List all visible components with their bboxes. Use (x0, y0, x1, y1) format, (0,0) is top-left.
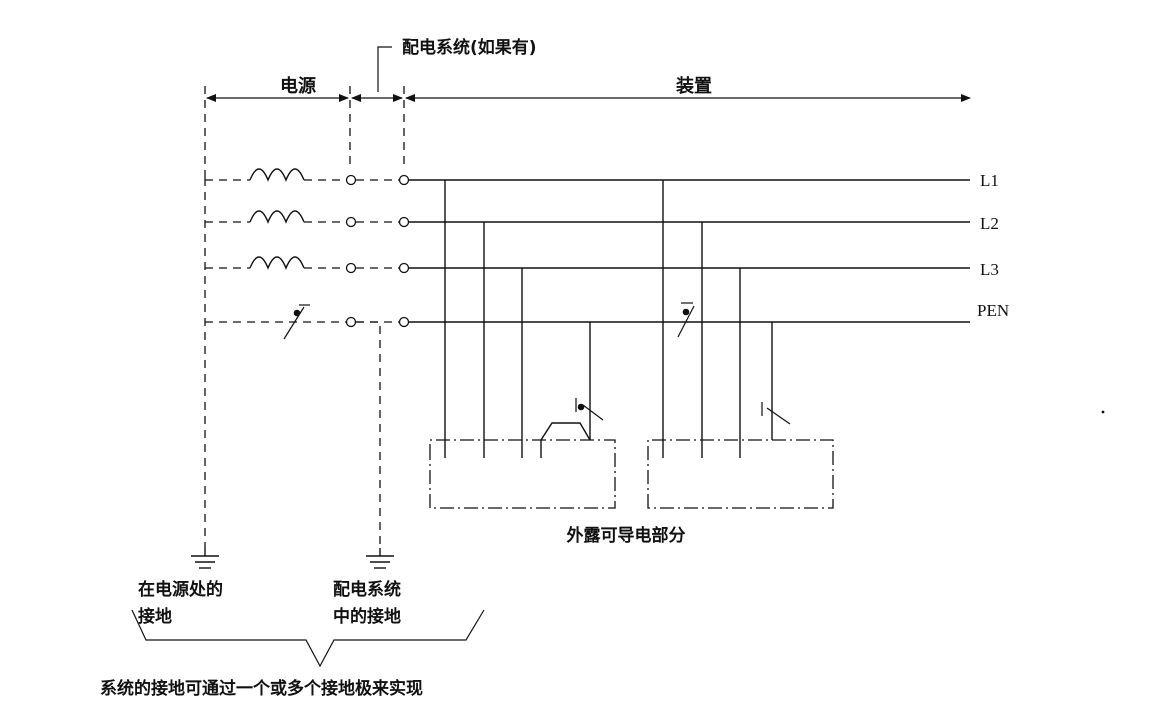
earth-symbol-distribution-icon (366, 548, 394, 569)
installation-neutral-earth-link-icon (677, 302, 695, 338)
winding-L1-icon (249, 168, 305, 182)
winding-L2-icon (249, 210, 305, 224)
terminal-icon (345, 174, 357, 186)
conductor-L3 (205, 256, 970, 274)
distribution-earth-drop (356, 321, 381, 548)
conductor-label-L1: L1 (980, 171, 999, 190)
distribution-leader-line (377, 46, 392, 92)
terminal-icon (398, 174, 410, 186)
earthing-at-source-label-line1: 在电源处的 (138, 579, 223, 600)
exposed-part-enclosure-2 (647, 439, 834, 509)
stray-dot (1101, 410, 1105, 414)
installation-label: 装置 (676, 75, 712, 97)
earthing-in-distribution-label-line2: 中的接地 (333, 606, 401, 627)
power-source-label: 电源 (280, 75, 316, 97)
terminal-icon (345, 316, 357, 328)
source-neutral-earth-link-icon (283, 304, 310, 340)
earth-symbol-source-icon (191, 548, 219, 569)
earthing-in-distribution-label-line1: 配电系统 (333, 579, 401, 600)
dimension-lines (204, 46, 971, 178)
load-1 (429, 180, 616, 509)
system-earthing-note: 系统的接地可通过一个或多个接地极来实现 (100, 678, 423, 699)
conductor-label-L2: L2 (980, 214, 999, 233)
conductor-label-PEN: PEN (977, 301, 1009, 320)
terminal-icon (398, 262, 410, 274)
terminal-icon (345, 216, 357, 228)
terminal-icon (398, 216, 410, 228)
terminal-icon (398, 316, 410, 328)
enclosure-bump (540, 422, 591, 458)
terminal-icon (345, 262, 357, 274)
exposed-part-enclosure-1 (429, 439, 616, 509)
conductor-PEN (205, 316, 970, 328)
distribution-system-label: 配电系统(如果有) (402, 37, 537, 58)
exposed-conductive-parts-label: 外露可导电部分 (567, 525, 686, 546)
load-2 (647, 180, 834, 509)
earthing-at-source-label-line2: 接地 (138, 606, 172, 627)
grouping-brace (131, 609, 485, 668)
conductor-L2 (205, 210, 970, 228)
conductor-L1 (205, 168, 970, 186)
conductor-label-L3: L3 (980, 260, 999, 279)
winding-L3-icon (249, 256, 305, 270)
